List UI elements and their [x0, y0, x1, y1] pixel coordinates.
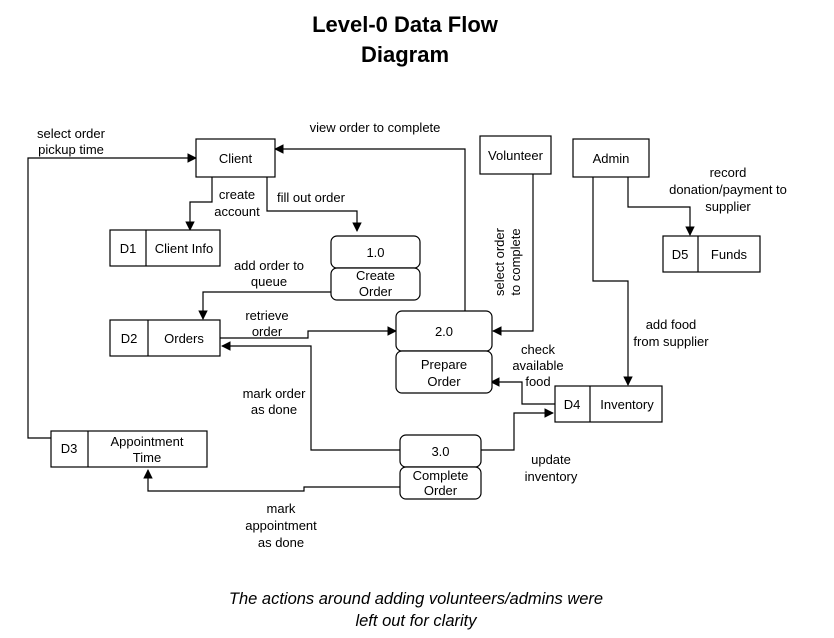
store-appointment-time-name-line2: Time	[133, 450, 161, 465]
process-create-order-id: 1.0	[366, 245, 384, 260]
process-create-order[interactable]: 1.0 Create Order	[330, 235, 421, 301]
store-appointment-time-id: D3	[61, 441, 78, 456]
flow-mark-appt-line3: as done	[258, 535, 304, 550]
flow-fill-out-order: fill out order	[277, 190, 346, 205]
entity-admin-label: Admin	[593, 151, 630, 166]
process-prepare-order-id: 2.0	[435, 324, 453, 339]
edge-volunteer-to-prepare	[492, 174, 534, 336]
edge-admin-to-d5	[627, 177, 695, 236]
flow-add-food-line2: from supplier	[633, 334, 709, 349]
edge-prepare-to-client	[274, 144, 466, 311]
edge-complete-to-d3	[143, 469, 400, 492]
edge-client-to-create	[266, 177, 362, 232]
flow-create-account-line2: account	[214, 204, 260, 219]
flow-check-food-line3: food	[525, 374, 550, 389]
flow-check-food-line2: available	[512, 358, 563, 373]
process-complete-order-name-line1: Complete	[413, 468, 469, 483]
process-prepare-order[interactable]: 2.0 Prepare Order	[395, 310, 493, 394]
store-orders[interactable]: D2 Orders	[109, 319, 221, 357]
flow-add-food-line1: add food	[646, 317, 697, 332]
entity-volunteer-label: Volunteer	[488, 148, 544, 163]
store-funds-id: D5	[672, 247, 689, 262]
store-client-info-id: D1	[120, 241, 137, 256]
flow-select-pickup-line1: select order	[37, 126, 106, 141]
process-prepare-order-name-line2: Order	[427, 374, 461, 389]
process-create-order-name-line1: Create	[356, 268, 395, 283]
store-orders-name: Orders	[164, 331, 204, 346]
flow-mark-done-line2: as done	[251, 402, 297, 417]
store-inventory-id: D4	[564, 397, 581, 412]
flow-select-order-line1: select order	[492, 227, 507, 296]
flow-update-inventory-line1: update	[531, 452, 571, 467]
flow-select-order-line2: to complete	[508, 228, 523, 295]
flow-mark-appt-line2: appointment	[245, 518, 317, 533]
store-orders-id: D2	[121, 331, 138, 346]
process-complete-order[interactable]: 3.0 Complete Order	[399, 434, 482, 500]
edge-complete-to-d4	[481, 408, 554, 451]
edge-complete-to-d2	[221, 341, 400, 451]
flow-retrieve-order-line2: order	[252, 324, 283, 339]
process-create-order-name-line2: Order	[359, 284, 393, 299]
caption-line2: left out for clarity	[355, 612, 478, 630]
flow-record-donation-line1: record	[710, 165, 747, 180]
diagram-title-line2: Diagram	[361, 42, 449, 67]
edge-client-to-d1	[185, 177, 213, 231]
store-appointment-time[interactable]: D3 Appointment Time	[50, 430, 208, 468]
flow-record-donation-line3: supplier	[705, 199, 751, 214]
flow-create-account-line1: create	[219, 187, 255, 202]
flow-view-order: view order to complete	[310, 120, 441, 135]
store-client-info[interactable]: D1 Client Info	[109, 229, 221, 267]
flow-add-to-queue-line1: add order to	[234, 258, 304, 273]
flow-check-food-line1: check	[521, 342, 555, 357]
process-complete-order-id: 3.0	[431, 444, 449, 459]
flow-add-to-queue-line2: queue	[251, 274, 287, 289]
flow-select-pickup-line2: pickup time	[38, 142, 104, 157]
store-client-info-name: Client Info	[155, 241, 214, 256]
caption-line1: The actions around adding volunteers/adm…	[229, 590, 603, 608]
diagram-title-line1: Level-0 Data Flow	[312, 12, 499, 37]
flow-update-inventory-line2: inventory	[525, 469, 578, 484]
entity-admin[interactable]: Admin	[572, 138, 650, 178]
store-appointment-time-name-line1: Appointment	[111, 434, 184, 449]
flow-record-donation-line2: donation/payment to	[669, 182, 787, 197]
flow-mark-done-line1: mark order	[243, 386, 307, 401]
process-complete-order-name-line2: Order	[424, 483, 458, 498]
edge-d4-to-prepare	[490, 377, 555, 405]
store-inventory-name: Inventory	[600, 397, 654, 412]
process-prepare-order-name-line1: Prepare	[421, 357, 467, 372]
edge-d2-to-prepare	[220, 326, 397, 339]
entity-client-label: Client	[219, 151, 253, 166]
store-funds[interactable]: D5 Funds	[662, 235, 761, 273]
entity-client[interactable]: Client	[195, 138, 276, 178]
flow-mark-appt-line1: mark	[267, 501, 296, 516]
entity-volunteer[interactable]: Volunteer	[479, 135, 552, 175]
edge-d3-to-client	[27, 153, 197, 439]
flow-retrieve-order-line1: retrieve	[245, 308, 288, 323]
store-inventory[interactable]: D4 Inventory	[554, 385, 663, 423]
store-funds-name: Funds	[711, 247, 748, 262]
edge-create-to-d2	[198, 291, 331, 320]
edge-admin-to-d4	[592, 177, 633, 386]
